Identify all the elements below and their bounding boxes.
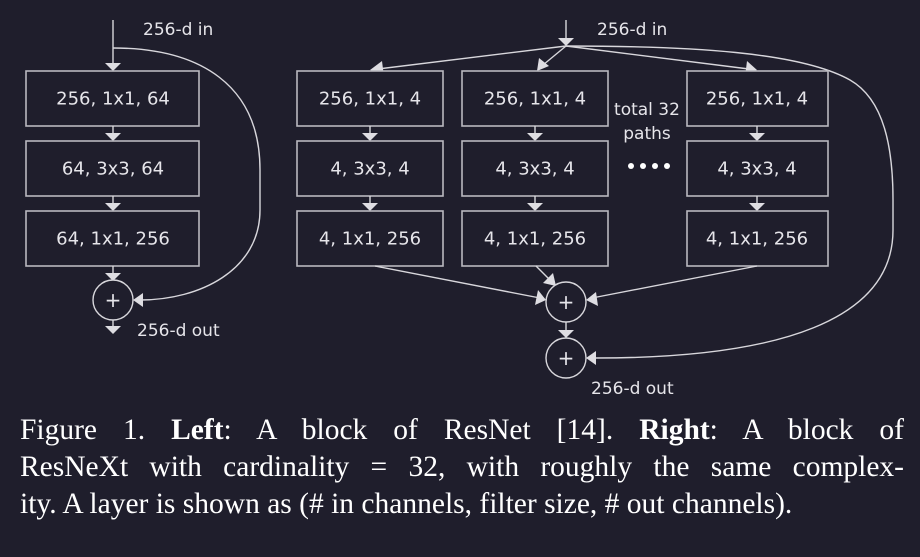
arrowhead-icon	[362, 203, 378, 211]
resnet-layer-3: 64, 1x1, 256	[25, 210, 200, 267]
resnet-layer-1: 256, 1x1, 64	[25, 70, 200, 127]
resnext-path-2: 256, 1x1, 4 4, 3x3, 4 4, 1x1, 256	[461, 70, 609, 267]
arrowhead-icon	[586, 351, 596, 365]
arrowhead-icon	[558, 38, 574, 46]
paths-note-line1: total 32	[614, 100, 680, 120]
layer-label: 256, 1x1, 4	[706, 89, 808, 110]
caption-line-1: Figure 1. Left: A block of ResNet [14]. …	[20, 412, 904, 449]
resnet-resnext-diagram: 256-d in 256, 1x1, 64 64, 3x3, 64 64, 1x…	[25, 20, 894, 399]
merge-wire-1	[374, 265, 541, 299]
arrowhead-icon	[105, 133, 121, 141]
arrowhead-icon	[362, 133, 378, 141]
arrowhead-icon	[105, 63, 121, 71]
layer-label: 4, 3x3, 4	[717, 159, 796, 180]
ellipsis-dots	[628, 163, 670, 169]
arrowhead-icon	[749, 133, 765, 141]
resnet-input-label: 256-d in	[143, 20, 213, 40]
split-wire-1	[377, 45, 567, 70]
resnext-path-1: 256, 1x1, 4 4, 3x3, 4 4, 1x1, 256	[296, 70, 444, 267]
arrowhead-icon	[537, 58, 549, 71]
plus-icon: +	[558, 346, 575, 370]
caption-bold-left: Left	[171, 414, 224, 446]
caption-text: : A block of ResNet [14].	[223, 414, 640, 446]
layer-label: 64, 3x3, 64	[62, 159, 164, 180]
caption-line-2: ResNeXt with cardinality = 32, with roug…	[20, 451, 904, 483]
merge-wire-2	[535, 265, 551, 281]
caption-line-3: ity. A layer is shown as (# in channels,…	[20, 488, 793, 520]
layer-label: 256, 1x1, 4	[319, 89, 421, 110]
resnext-residual-node: +	[545, 337, 587, 379]
plus-icon: +	[558, 290, 575, 314]
arrowhead-icon	[105, 203, 121, 211]
layer-label: 256, 1x1, 64	[56, 89, 170, 110]
layer-label: 4, 1x1, 256	[706, 229, 808, 250]
layer-label: 256, 1x1, 4	[484, 89, 586, 110]
ellipsis-dot	[652, 163, 658, 169]
arrowhead-icon	[105, 326, 121, 334]
split-wire-3	[565, 45, 750, 70]
paths-note-line2: paths	[623, 124, 671, 144]
layer-label: 4, 3x3, 4	[330, 159, 409, 180]
resnet-block: 256-d in 256, 1x1, 64 64, 3x3, 64 64, 1x…	[25, 20, 261, 341]
ellipsis-dot	[664, 163, 670, 169]
resnext-path-3: 256, 1x1, 4 4, 3x3, 4 4, 1x1, 256	[686, 70, 829, 267]
caption-text: : A block of	[709, 414, 904, 446]
ellipsis-dot	[628, 163, 634, 169]
arrowhead-icon	[749, 203, 765, 211]
resnet-shortcut-wire	[112, 47, 261, 301]
resnext-output-label: 256-d out	[591, 379, 674, 399]
resnet-output-label: 256-d out	[137, 321, 220, 341]
layer-label: 4, 1x1, 256	[319, 229, 421, 250]
resnext-block: 256-d in 256, 1x1, 4 4, 3x3, 4 4, 1x1, 2…	[296, 20, 894, 399]
arrowhead-icon	[133, 293, 143, 307]
split-wire-2	[542, 45, 567, 66]
arrowhead-icon	[558, 330, 574, 338]
arrowhead-icon	[527, 133, 543, 141]
layer-label: 4, 3x3, 4	[495, 159, 574, 180]
plus-icon: +	[105, 288, 122, 312]
arrowhead-icon	[586, 292, 598, 306]
caption-text: Figure 1.	[20, 414, 172, 446]
arrowhead-icon	[105, 273, 121, 281]
arrowhead-icon	[543, 273, 556, 286]
ellipsis-dot	[640, 163, 646, 169]
resnext-shortcut-wire	[565, 45, 894, 359]
merge-wire-3	[591, 265, 758, 299]
arrowhead-icon	[535, 290, 546, 305]
resnet-sum-node: +	[92, 279, 134, 321]
layer-label: 4, 1x1, 256	[484, 229, 586, 250]
figure-caption: Figure 1. Left: A block of ResNet [14]. …	[20, 412, 904, 523]
caption-bold-right: Right	[639, 414, 710, 446]
resnext-input-label: 256-d in	[597, 20, 667, 40]
resnet-layer-2: 64, 3x3, 64	[25, 140, 200, 197]
arrowhead-icon	[527, 203, 543, 211]
resnext-aggregate-node: +	[545, 281, 587, 323]
layer-label: 64, 1x1, 256	[56, 229, 170, 250]
